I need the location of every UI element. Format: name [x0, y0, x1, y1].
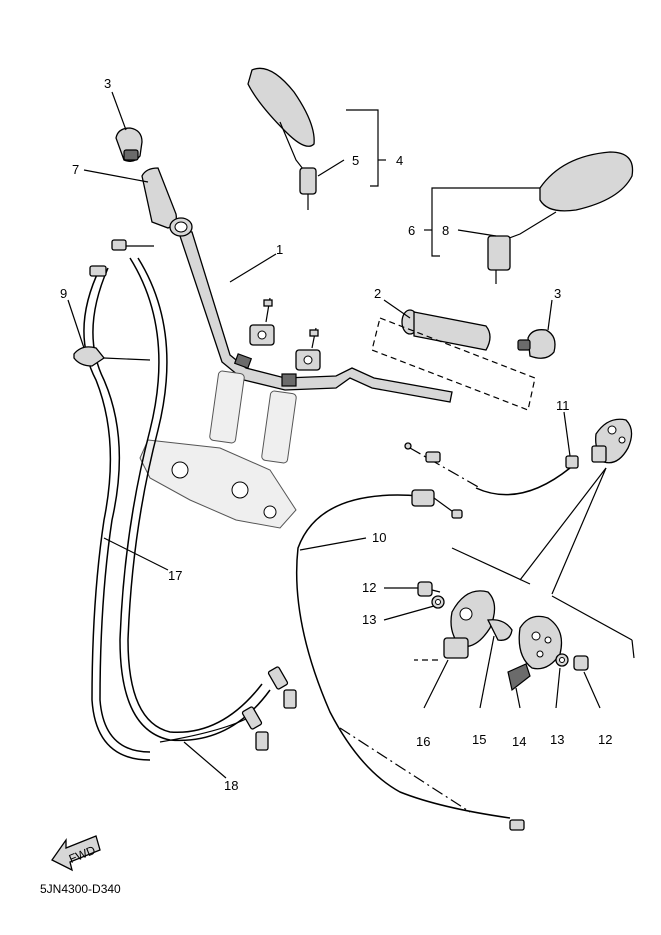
fwd-arrow-icon: FWD [51, 835, 101, 872]
callout-4: 4 [396, 153, 403, 168]
callout-10: 10 [372, 530, 386, 545]
callout-11: 11 [556, 398, 570, 413]
callout-16: 16 [416, 734, 430, 749]
callout-12-left: 12 [362, 580, 376, 595]
callout-14: 14 [512, 734, 526, 749]
throttle-housing-upper-15 [450, 590, 513, 648]
throttle-pulley-14 [507, 615, 563, 692]
throttle-grip [401, 309, 491, 351]
screw-12-right [573, 655, 589, 671]
grip-left [141, 167, 193, 237]
handlebar [177, 229, 453, 403]
washer-13-right [555, 653, 569, 667]
callout-3-right: 3 [554, 286, 561, 301]
exploded-guide-lines [451, 467, 635, 659]
cable-upper-fittings [89, 239, 154, 277]
diagram-code: 5JN4300-D340 [40, 882, 121, 896]
throttle-housing [591, 418, 633, 464]
bar-end-weight-left [115, 127, 143, 162]
grip-assembly-outline [371, 317, 536, 411]
triple-clamp-ghost [139, 370, 297, 529]
cable-lower-fittings [241, 666, 297, 751]
cable-11 [404, 442, 579, 496]
callout-3-left: 3 [104, 76, 111, 91]
callout-5: 5 [352, 153, 359, 168]
callout-17: 17 [168, 568, 182, 583]
callout-2: 2 [374, 286, 381, 301]
screw-12-left [417, 581, 441, 597]
throttle-block-16 [414, 637, 469, 661]
washer-13-left [431, 595, 445, 609]
handlebar-clamp-right [295, 327, 321, 371]
mirror-right [487, 151, 634, 284]
handlebar-clamp-left [249, 297, 275, 346]
cable-clamp-9 [73, 346, 151, 367]
callout-1: 1 [276, 242, 283, 257]
callout-13-right: 13 [550, 732, 564, 747]
bar-end-weight-right [517, 329, 556, 359]
callout-12-right: 12 [598, 732, 612, 747]
leader-lines [67, 91, 601, 779]
cable-10 [295, 489, 525, 831]
callout-13-left: 13 [362, 612, 376, 627]
callout-7: 8 [442, 223, 449, 238]
callout-18: 18 [224, 778, 238, 793]
callout-15: 15 [472, 732, 486, 747]
callout-9: 9 [60, 286, 67, 301]
callout-labels: 3 7 5 4 6 8 1 2 3 9 11 10 17 12 13 16 15… [60, 76, 612, 793]
callout-8: 7 [72, 162, 79, 177]
cable-18 [119, 257, 271, 743]
callout-6: 6 [408, 223, 415, 238]
mirror-left [247, 67, 317, 210]
